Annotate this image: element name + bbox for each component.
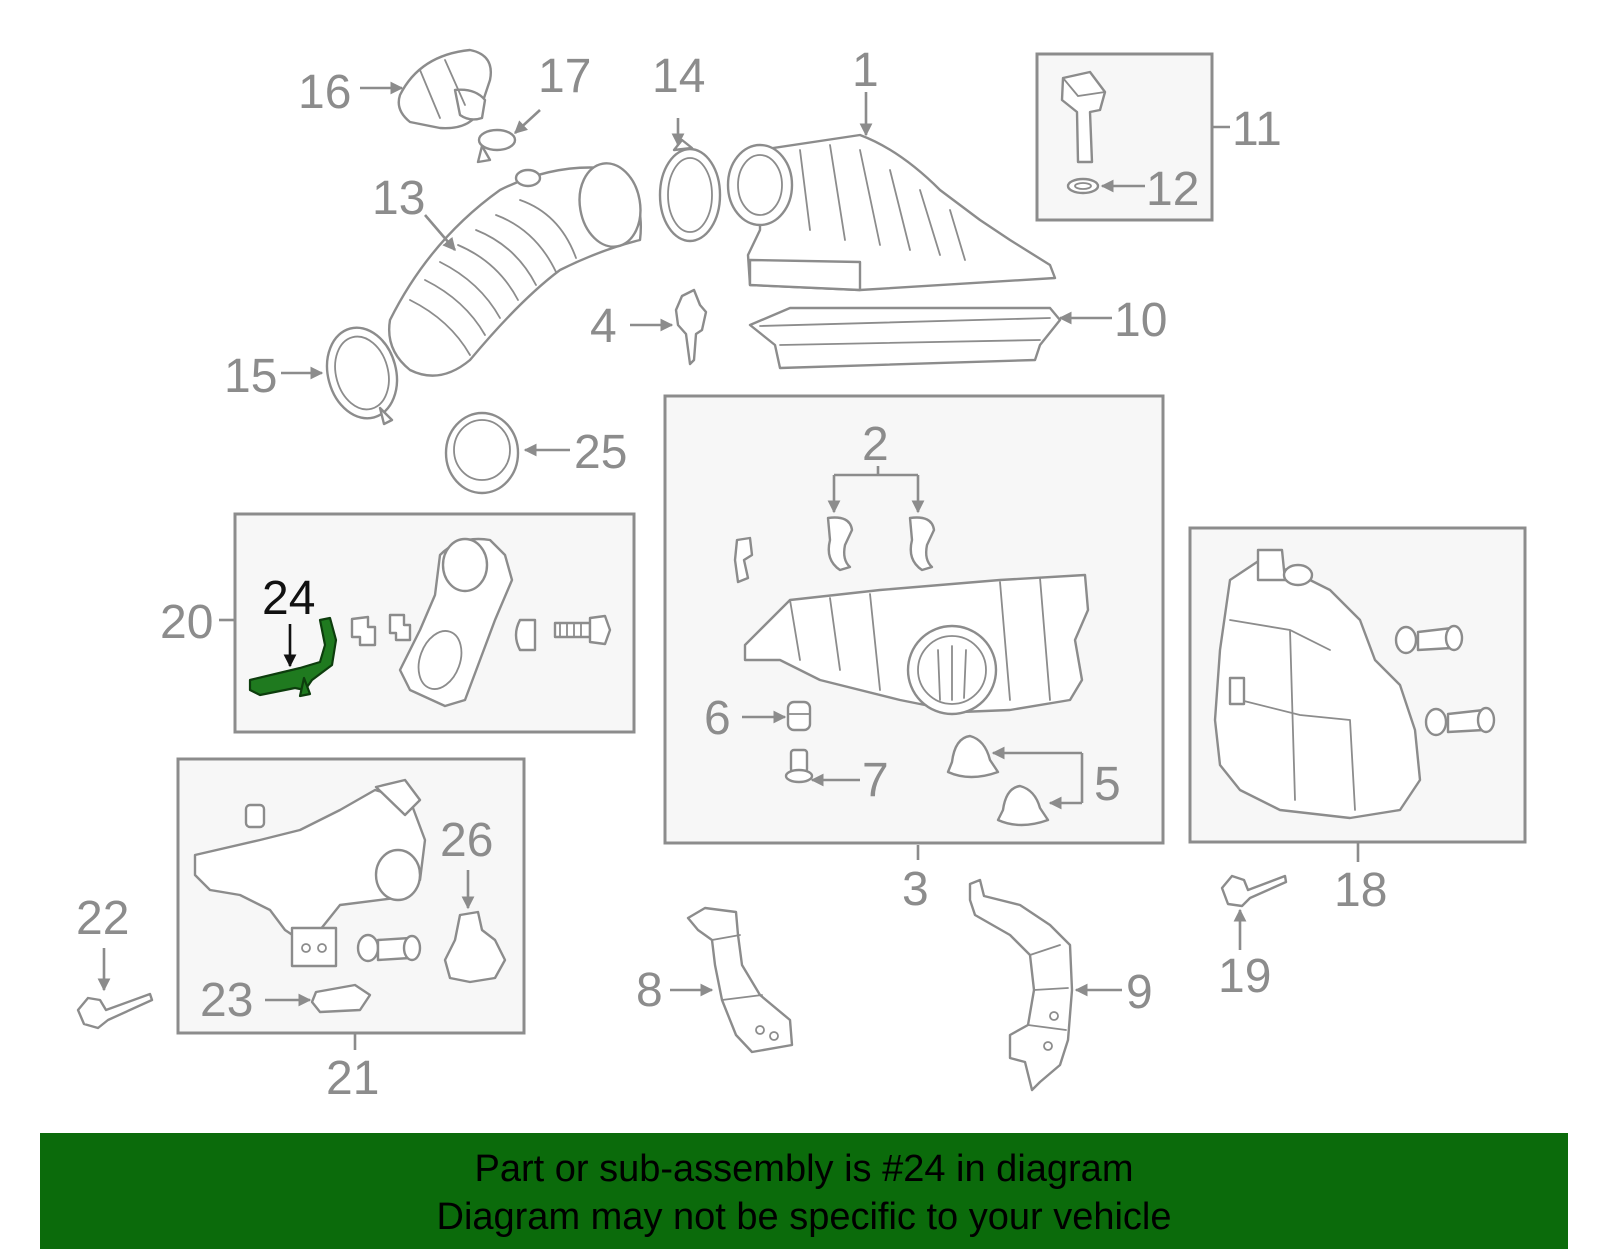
callout-8: 8 bbox=[636, 964, 663, 1017]
callout-16: 16 bbox=[298, 66, 351, 119]
part-20-duct bbox=[350, 537, 612, 708]
banner-line-2: Diagram may not be specific to your vehi… bbox=[436, 1196, 1172, 1238]
part-10-filter bbox=[748, 306, 1062, 370]
part-5-mounts bbox=[946, 734, 1050, 827]
callout-11: 11 bbox=[1232, 103, 1282, 156]
callout-24: 24 bbox=[262, 572, 315, 625]
callout-14: 14 bbox=[652, 50, 705, 103]
part-11-sensor bbox=[1060, 70, 1107, 164]
part-24-bracket-highlighted bbox=[248, 616, 338, 698]
callout-4: 4 bbox=[590, 300, 617, 353]
callout-13: 13 bbox=[372, 172, 425, 225]
part-6-grommet bbox=[786, 700, 812, 732]
part-18-resonator-box bbox=[1213, 548, 1496, 820]
callout-3: 3 bbox=[902, 863, 929, 916]
info-banner: Part or sub-assembly is #24 in diagram D… bbox=[40, 1133, 1568, 1249]
part-8-bracket bbox=[686, 906, 794, 1054]
part-3-lower-airbox bbox=[743, 573, 1090, 716]
callout-18: 18 bbox=[1334, 864, 1387, 917]
part-7-bolt bbox=[784, 748, 814, 784]
callout-6: 6 bbox=[704, 692, 731, 745]
part-4-clip bbox=[674, 288, 708, 366]
callout-19: 19 bbox=[1218, 950, 1271, 1003]
callout-17: 17 bbox=[538, 50, 591, 103]
part-17-clamp bbox=[476, 128, 517, 164]
callout-1: 1 bbox=[852, 44, 879, 97]
part-16-resonator bbox=[397, 48, 492, 130]
callout-15: 15 bbox=[224, 350, 277, 403]
part-22-clip bbox=[76, 992, 154, 1030]
part-19-clip bbox=[1220, 874, 1288, 908]
callout-20: 20 bbox=[160, 596, 213, 649]
banner-line-1: Part or sub-assembly is #24 in diagram bbox=[474, 1148, 1134, 1190]
callout-22: 22 bbox=[76, 892, 129, 945]
part-1-air-cleaner-cover bbox=[726, 133, 1057, 292]
part-13-intake-hose bbox=[388, 162, 642, 377]
callout-26: 26 bbox=[440, 814, 493, 867]
part-2-clips bbox=[733, 516, 936, 584]
part-21-intake-assembly bbox=[193, 778, 507, 1014]
part-15-seal-ring bbox=[325, 326, 399, 426]
callout-7: 7 bbox=[862, 754, 889, 807]
callout-12: 12 bbox=[1146, 163, 1199, 216]
callout-numbers: 1 2 3 4 5 6 7 8 9 10 11 12 13 14 15 16 1… bbox=[76, 44, 1387, 1105]
part-12-o-ring bbox=[1066, 177, 1100, 195]
part-9-bracket bbox=[968, 878, 1074, 1092]
callout-21: 21 bbox=[326, 1052, 379, 1105]
leader-lines bbox=[97, 81, 1360, 1050]
callout-9: 9 bbox=[1126, 966, 1153, 1019]
part-14-gasket bbox=[658, 138, 722, 243]
callout-23: 23 bbox=[200, 974, 253, 1027]
callout-10: 10 bbox=[1114, 294, 1167, 347]
callout-2: 2 bbox=[862, 418, 889, 471]
part-25-seal bbox=[444, 411, 520, 495]
callout-5: 5 bbox=[1094, 758, 1121, 811]
callout-25: 25 bbox=[574, 426, 627, 479]
